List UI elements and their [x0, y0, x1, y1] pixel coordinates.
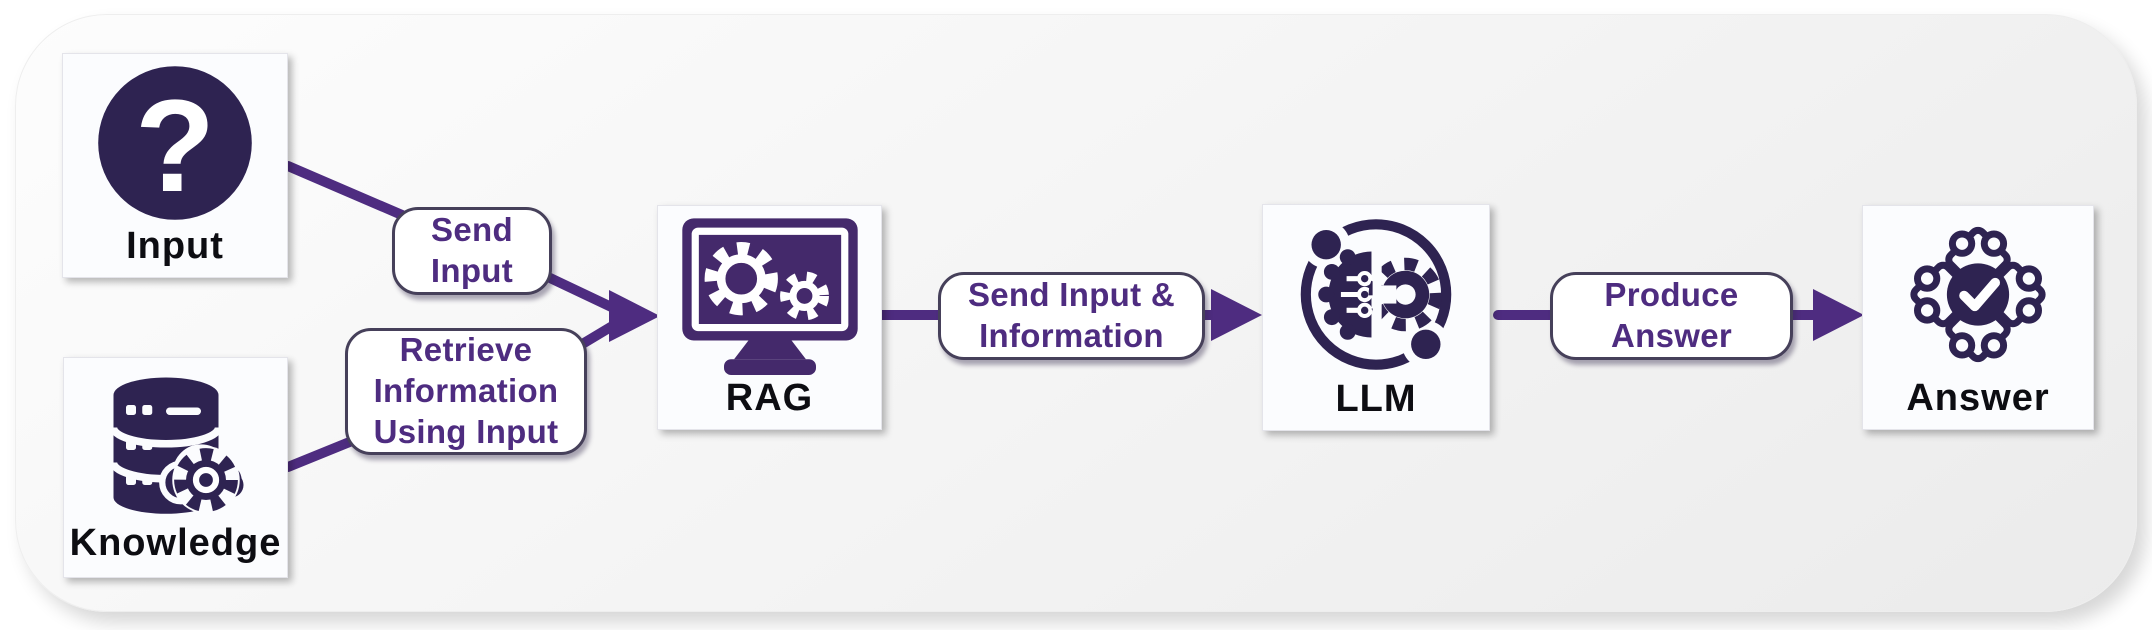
arrowhead-to-rag — [609, 290, 660, 342]
small-gear-glyph — [779, 271, 829, 321]
brain-gear-icon — [1300, 219, 1452, 370]
node-knowledge: Knowledge — [63, 357, 288, 578]
node-label-llm: LLM — [1335, 378, 1417, 420]
brain-half — [1318, 249, 1373, 340]
big-gear-glyph — [704, 242, 778, 316]
gear-glyph — [171, 445, 240, 514]
question-icon: ? — [98, 65, 252, 220]
edge-label-send-input-information: Send Input & Information — [938, 272, 1205, 360]
arrowhead-to-llm — [1211, 289, 1262, 341]
node-label-input: Input — [126, 224, 224, 267]
node-label-answer: Answer — [1906, 377, 2050, 419]
edge-line-knowledge-to-retrieve — [283, 436, 357, 472]
node-answer: Answer — [1862, 205, 2094, 430]
edge-label-retrieve-information: Retrieve Information Using Input — [345, 328, 587, 455]
node-input: ? Input — [62, 53, 288, 278]
gear-half — [1368, 257, 1443, 332]
edge-label-produce-answer: Produce Answer — [1550, 272, 1793, 360]
puzzle-check-icon — [1910, 226, 2046, 363]
node-label-knowledge: Knowledge — [69, 521, 282, 564]
svg-text:?: ? — [135, 72, 215, 219]
node-llm: LLM — [1262, 204, 1490, 431]
database-gear-icon — [109, 377, 248, 514]
edge-label-send-input: Send Input — [392, 207, 552, 295]
monitor-gears-icon — [681, 218, 858, 375]
arrowhead-to-answer — [1813, 289, 1864, 341]
edge-line-input-to-sendinput — [283, 161, 407, 220]
node-rag: RAG — [657, 205, 882, 430]
node-label-rag: RAG — [725, 377, 814, 419]
